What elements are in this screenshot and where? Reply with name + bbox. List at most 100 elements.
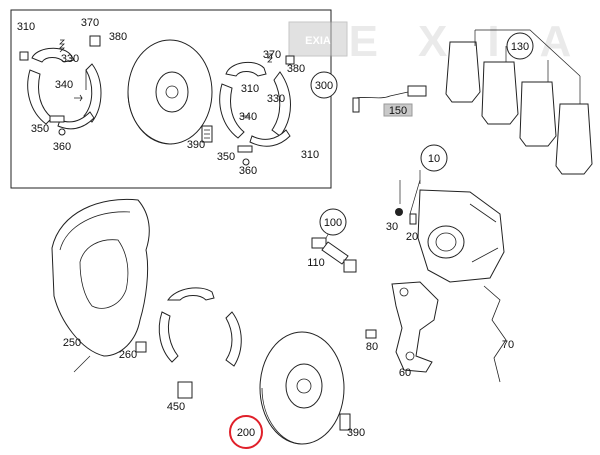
bleeder-cap-30 [395, 208, 403, 216]
pad-spring-70 [483, 285, 507, 383]
adjuster-380-b [285, 55, 295, 65]
callout-label: 250 [63, 337, 81, 349]
dust-shield-rim [59, 211, 131, 251]
caliper-bracket [391, 281, 439, 373]
brake-shoe-upper-right [225, 61, 267, 77]
callout-labels: 310 370 380 330 340 350 360 390 370 380 310 330 340 3… [17, 17, 529, 439]
spring-370-b [267, 53, 273, 63]
watermark-badge-text: EXIA [305, 35, 331, 47]
callout-label: 60 [399, 367, 411, 379]
guide-pin [321, 241, 349, 265]
watermark: EXIA EXIA [288, 17, 571, 66]
inset-disc-hub [155, 71, 189, 113]
callout-label: 380 [109, 31, 127, 43]
callout-label: 370 [81, 17, 99, 29]
callout-label: 370 [263, 49, 281, 61]
callout-label: 330 [61, 53, 79, 65]
caliper-piston-inner [435, 232, 457, 252]
lower-shoe-right [225, 311, 242, 367]
adjuster-350-a [49, 115, 65, 123]
adjuster-450 [177, 381, 193, 399]
disc-center-bore [296, 378, 312, 394]
callout-label: 130 [511, 41, 529, 53]
callout-label: 390 [187, 139, 205, 151]
disc-hub [285, 363, 323, 409]
callout-label: 360 [53, 141, 71, 153]
callout-label: 110 [307, 257, 325, 269]
callout-label: 310 [241, 83, 259, 95]
bracket-hole-b [405, 351, 415, 361]
callout-label: 150 [389, 105, 407, 117]
brake-pad-4 [555, 103, 593, 175]
bracket-hole-a [399, 287, 409, 297]
brake-pad-1 [445, 41, 481, 103]
spring-370-a [59, 39, 65, 53]
dust-shield [51, 198, 150, 357]
brake-shoe-upper-left [31, 47, 75, 63]
adjuster-350-b [237, 145, 253, 153]
washer-360-a [58, 128, 66, 136]
spring-340-a [74, 94, 83, 102]
wear-sensor-cable [355, 91, 409, 99]
guide-sleeve-110 [311, 237, 327, 249]
brake-caliper [417, 189, 505, 283]
washer-360-b [242, 158, 250, 166]
spring-clip-a [19, 51, 29, 61]
callout-label: 340 [55, 79, 73, 91]
inset-frame [10, 9, 332, 189]
lower-shoe-left [158, 311, 179, 363]
brake-pad-2 [481, 61, 519, 125]
callout-label: 390 [347, 427, 365, 439]
callout-label: 310 [17, 21, 35, 33]
disc-edge [261, 387, 303, 445]
callout-circle-300 [310, 71, 338, 99]
main-brake-disc [259, 331, 345, 445]
callout-label: 70 [502, 339, 514, 351]
brake-shoe-right-b [271, 71, 291, 137]
callout-label: 300 [315, 80, 333, 92]
bleeder-screw-20 [409, 213, 417, 225]
callout-label: 100 [324, 217, 342, 229]
callout-label: 30 [386, 221, 398, 233]
brake-shoe-left [27, 69, 53, 125]
callout-label: 450 [167, 401, 185, 413]
callout-label: 360 [239, 165, 257, 177]
callout-label: 80 [366, 341, 378, 353]
brake-pad-set [445, 41, 593, 175]
guide-boot [343, 259, 357, 273]
callout-label: 380 [287, 63, 305, 75]
leader-lines [73, 29, 581, 373]
wear-sensor-plug [407, 85, 427, 97]
brake-shoe-bottom-a [57, 111, 95, 130]
dust-shield-plate [51, 198, 150, 357]
callout-label: 20 [406, 231, 418, 243]
callout-box-150 [383, 103, 413, 117]
brake-shoe-bottom-b [249, 129, 291, 147]
brake-pad-3 [519, 81, 557, 147]
shield-bolt-260 [135, 341, 147, 353]
callout-label: 330 [267, 93, 285, 105]
callout-label: 310 [301, 149, 319, 161]
inset-disc-edge [127, 91, 173, 145]
caliper-piston [427, 225, 465, 259]
brake-shoe-right-a [83, 63, 102, 123]
callout-label: 340 [239, 111, 257, 123]
lower-shoe-top [167, 287, 215, 301]
callout-circle-130 [506, 32, 534, 60]
inset-bolt-thread [204, 129, 210, 139]
inset-disc-center [165, 85, 179, 99]
brake-shoe-left-b [219, 83, 245, 139]
disc-bolt-390 [339, 413, 351, 431]
callout-label: 350 [217, 151, 235, 163]
bracket-bolt-80 [365, 329, 377, 339]
caliper-ribs [469, 203, 499, 263]
wear-sensor-tip [352, 97, 360, 113]
watermark-badge [288, 21, 348, 57]
callout-label: 350 [31, 123, 49, 135]
callout-label: 10 [428, 153, 440, 165]
adjuster-380-a [89, 35, 101, 47]
dust-shield-opening [79, 239, 129, 309]
callout-circle-10 [420, 144, 448, 172]
